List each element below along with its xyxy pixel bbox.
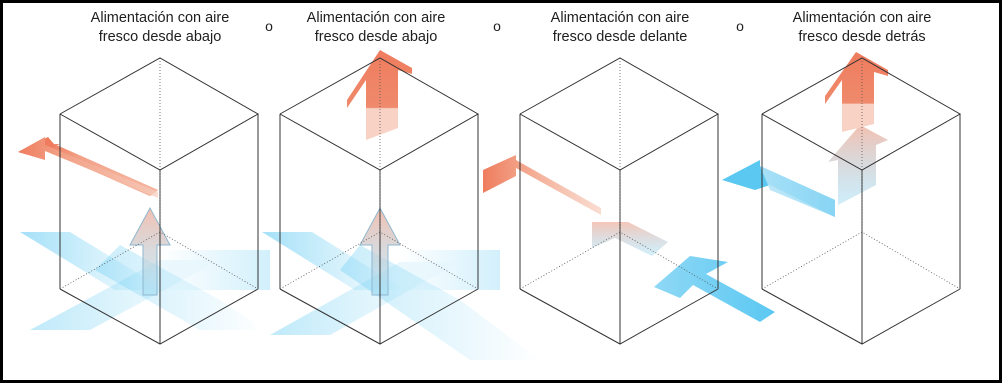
panel-3-caption-line1: Alimentación con aire (550, 10, 690, 26)
panel-4-caption: Alimentación con aire fresco desde detrá… (762, 9, 962, 47)
panel-4-caption-line1: Alimentación con aire (792, 10, 932, 26)
panel-2-caption: Alimentación con aire fresco desde abajo (276, 9, 476, 47)
panel-2-caption-line1: Alimentación con aire (306, 10, 446, 26)
separator-2: o (493, 18, 501, 34)
panel-1-caption-line2: fresco desde abajo (98, 29, 222, 45)
separator-3: o (736, 18, 744, 34)
panel-1-cabinet (18, 57, 270, 345)
panel-3-caption: Alimentación con aire fresco desde delan… (520, 9, 720, 47)
panel-1-caption-line1: Alimentación con aire (90, 10, 230, 26)
panel-4-caption-line2: fresco desde detrás (798, 29, 926, 45)
panel-3-cabinet (483, 57, 775, 345)
panel-4-cabinet (722, 52, 962, 345)
panel-3-caption-line2: fresco desde delante (552, 29, 688, 45)
panel-1-caption: Alimentación con aire fresco desde abajo (60, 9, 260, 47)
panel-2-cabinet (262, 50, 540, 360)
separator-1: o (265, 18, 273, 34)
panel-2-caption-line2: fresco desde abajo (314, 29, 438, 45)
